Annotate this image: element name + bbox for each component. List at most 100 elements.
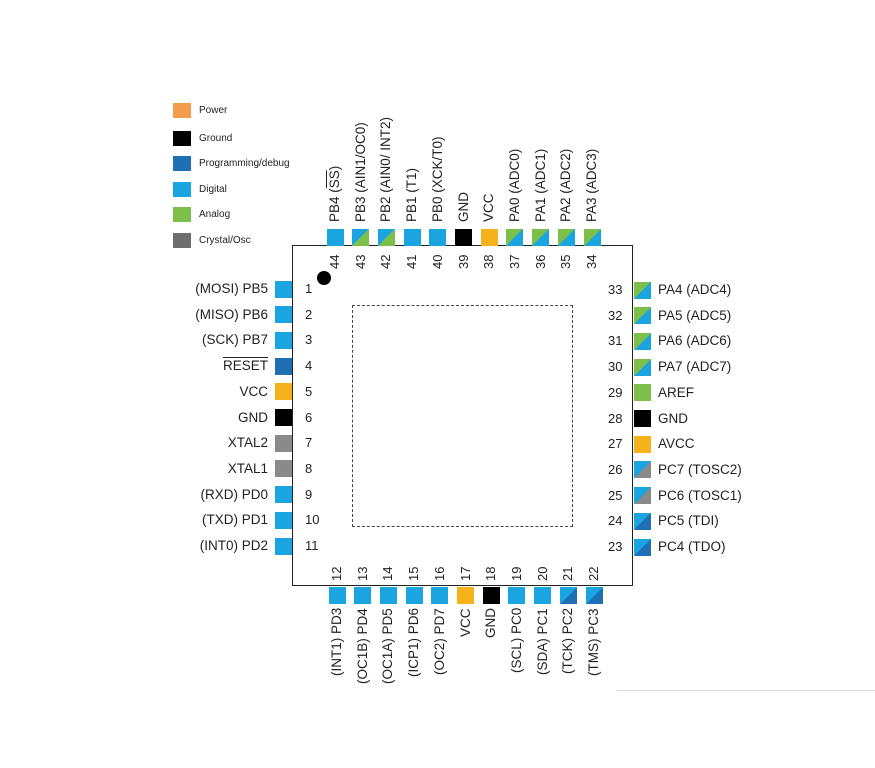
chip-package-body bbox=[292, 245, 633, 586]
pin-pad-2 bbox=[275, 306, 292, 324]
pin-label-44: PB4 (SS) bbox=[327, 165, 342, 222]
legend-swatch-analog bbox=[173, 207, 191, 222]
pin-pad-22 bbox=[585, 587, 603, 604]
pin1-marker-dot bbox=[317, 271, 331, 285]
pin-pad-34 bbox=[583, 229, 601, 246]
legend-item-analog: Analog bbox=[173, 207, 230, 222]
pin-pad-12 bbox=[328, 587, 346, 604]
pin-number-28: 28 bbox=[608, 410, 623, 426]
legend-label-ground: Ground bbox=[199, 133, 233, 144]
pin-label-32: PA5 (ADC5) bbox=[658, 307, 732, 323]
legend-swatch-digital bbox=[173, 182, 191, 197]
pin-label-5: VCC bbox=[239, 383, 268, 399]
pin-number-9: 9 bbox=[305, 486, 313, 502]
pin-pad-40 bbox=[429, 229, 447, 246]
pin-pad-9 bbox=[275, 486, 292, 504]
pin-label-31: PA6 (ADC6) bbox=[658, 333, 732, 349]
pin-pad-41 bbox=[403, 229, 421, 246]
pin-label-11: (INT0) PD2 bbox=[199, 538, 268, 553]
pin-pad-42 bbox=[377, 229, 395, 246]
pin-label-41: PB1 (T1) bbox=[404, 167, 420, 222]
pin-label-15: (ICP1) PD6 bbox=[406, 608, 422, 678]
pin-label-22: (TMS) PC3 bbox=[586, 608, 601, 676]
pin-pad-31 bbox=[634, 332, 651, 350]
pin-pad-38 bbox=[480, 229, 498, 246]
pin-number-7: 7 bbox=[305, 435, 313, 451]
pin-label-6: GND bbox=[238, 409, 268, 425]
pin-number-29: 29 bbox=[608, 384, 623, 400]
pin-pad-23 bbox=[634, 538, 651, 556]
pin-number-44: 44 bbox=[327, 255, 342, 270]
legend-swatch-prog bbox=[173, 156, 191, 171]
pin-label-36: PA1 (ADC1) bbox=[532, 148, 548, 222]
pin-number-42: 42 bbox=[378, 255, 394, 270]
pin-number-14: 14 bbox=[380, 566, 396, 581]
pin-number-43: 43 bbox=[352, 255, 368, 270]
pin-pad-6 bbox=[275, 409, 292, 426]
pin-pad-25 bbox=[634, 487, 651, 505]
pin-pad-29 bbox=[634, 384, 651, 402]
legend-item-power: Power bbox=[173, 103, 227, 118]
pin-pad-33 bbox=[634, 281, 651, 299]
pin-number-36: 36 bbox=[532, 255, 548, 270]
legend-item-digital: Digital bbox=[173, 182, 227, 197]
pin-label-9: (RXD) PD0 bbox=[200, 486, 268, 502]
pin-pad-39 bbox=[455, 229, 472, 246]
pin-label-40: PB0 (XCK/T0) bbox=[429, 136, 445, 222]
overline-text: SS bbox=[327, 170, 342, 189]
pin-number-11: 11 bbox=[305, 538, 319, 553]
legend-item-ground: Ground bbox=[173, 131, 232, 146]
pin-pad-16 bbox=[431, 587, 449, 604]
pin-label-35: PA2 (ADC2) bbox=[558, 148, 574, 222]
pin-number-35: 35 bbox=[558, 255, 574, 270]
pin-number-34: 34 bbox=[584, 255, 599, 270]
pin-pad-7 bbox=[275, 434, 292, 452]
pin-label-8: XTAL1 bbox=[227, 460, 268, 476]
pin-label-3: (SCK) PB7 bbox=[201, 332, 268, 348]
pin-label-7: XTAL2 bbox=[227, 435, 268, 451]
pin-pad-30 bbox=[634, 358, 651, 376]
legend-label-analog: Analog bbox=[199, 209, 231, 220]
pin-label-21: (TCK) PC2 bbox=[560, 608, 576, 675]
pin-number-24: 24 bbox=[608, 513, 623, 529]
legend-swatch-power bbox=[173, 103, 191, 118]
pin-number-22: 22 bbox=[586, 566, 601, 581]
pin-pad-19 bbox=[508, 587, 526, 604]
pin-label-16: (OC2) PD7 bbox=[431, 608, 447, 675]
pin-pad-5 bbox=[275, 383, 292, 401]
pin-label-25: PC6 (TOSC1) bbox=[658, 487, 742, 503]
legend-swatch-crystal bbox=[173, 233, 191, 248]
legend-item-crystal: Crystal/Osc bbox=[173, 233, 251, 248]
pin-label-20: (SDA) PC1 bbox=[534, 608, 550, 675]
legend-label-prog: Programming/debug bbox=[199, 158, 290, 169]
pin-label-24: PC5 (TDI) bbox=[658, 513, 719, 529]
pin-number-12: 12 bbox=[329, 566, 344, 581]
pin-number-15: 15 bbox=[406, 566, 422, 581]
pin-number-31: 31 bbox=[608, 333, 623, 349]
pin-label-29: AREF bbox=[658, 384, 695, 400]
legend-label-digital: Digital bbox=[199, 184, 227, 195]
pin-number-2: 2 bbox=[305, 306, 313, 322]
pin-label-42: PB2 (AIN0/ INT2) bbox=[378, 116, 394, 222]
pin-number-40: 40 bbox=[429, 255, 445, 270]
pin-pad-28 bbox=[634, 410, 651, 427]
pin-pad-35 bbox=[557, 229, 575, 246]
pin-pad-15 bbox=[405, 587, 423, 604]
pin-number-38: 38 bbox=[481, 255, 497, 270]
pin-number-32: 32 bbox=[608, 307, 623, 323]
pin-pad-11 bbox=[275, 537, 292, 555]
pin-number-37: 37 bbox=[506, 255, 522, 270]
pin-number-5: 5 bbox=[305, 383, 313, 399]
pin-number-18: 18 bbox=[483, 566, 499, 581]
pin-label-27: AVCC bbox=[658, 436, 695, 452]
pin-pad-44 bbox=[326, 229, 344, 246]
pin-label-34: PA3 (ADC3) bbox=[584, 148, 599, 222]
legend-swatch-ground bbox=[173, 131, 191, 146]
legend-label-power: Power bbox=[199, 105, 228, 116]
pin-label-2: (MISO) PB6 bbox=[195, 306, 268, 322]
pin-number-16: 16 bbox=[431, 566, 447, 581]
pin-pad-26 bbox=[634, 461, 651, 479]
pin-number-4: 4 bbox=[305, 358, 313, 374]
pin-pad-21 bbox=[559, 587, 577, 604]
pin-number-17: 17 bbox=[457, 566, 473, 581]
